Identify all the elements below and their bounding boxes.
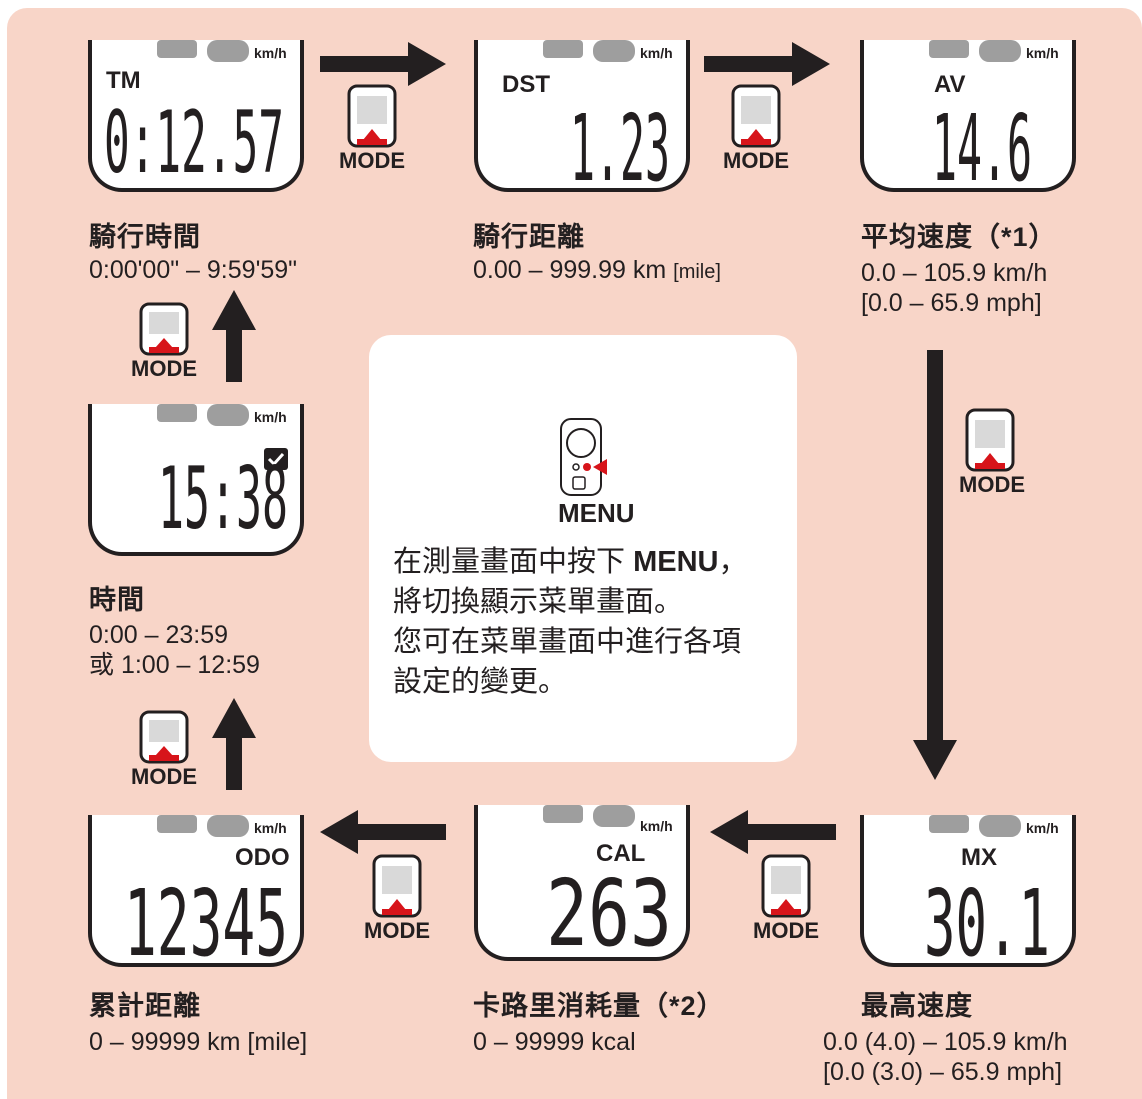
title-cal: 卡路里消耗量（*2） [473,984,725,1023]
unit-label: km/h [254,45,287,61]
mode-label: MODE [959,472,1025,497]
screen-tag-mx: MX [961,844,997,871]
mode-button-icon [139,710,189,764]
unit-label: km/h [640,818,673,834]
footnote-ref-1: *1 [1001,222,1029,252]
unit-label: km/h [1026,820,1059,836]
title-av: 平均速度（*1） [861,215,1057,254]
screen-value-dst: 1.23 [570,95,670,188]
arrow-up-2 [212,290,256,382]
lcd-graphic-odo: km/h ODO 12345 [124,815,290,963]
arrow-up-1 [212,698,256,790]
title-cal-text: 卡路里消耗量（ [473,991,669,1021]
diagram-panel: km/h TM 0:12.57 km/h DST 1.23 km/h AV 14… [7,8,1142,1099]
title-av-close: ） [1028,222,1057,252]
mode-button-6: MODE [131,710,201,800]
mode-button-7: MODE [131,302,201,392]
lcd-graphic-dst: km/h DST 1.23 [502,40,673,188]
mode-button-5: MODE [364,854,434,944]
menu-description-line-2: 將切換顯示菜單畫面。 [393,586,684,618]
menu-description-line-3: 您可在菜單畫面中進行各項 [393,626,742,658]
screen-value-clock: 15:38 [158,449,288,549]
arrow-left-2 [320,810,446,854]
title-tm: 騎行時間 [89,222,201,252]
arrow-left-1 [710,810,836,854]
mode-label: MODE [131,764,197,789]
screen-value-tm: 0:12.57 [104,93,284,188]
lcd-graphic-clock: km/h 15:38 [157,404,288,549]
arrow-down-right [913,350,957,780]
screen-value-odo: 12345 [124,870,288,963]
lcd-graphic-tm: km/h TM 0:12.57 [104,40,287,188]
menu-info-box: MENU 在測量畫面中按下 MENU， 將切換顯示菜單畫面。 您可在菜單畫面中進… [369,335,797,762]
mode-button-1: MODE [339,84,409,174]
arrow-right-2 [704,42,830,86]
lcd-screen-odo: km/h ODO 12345 [88,815,304,967]
range-dst-alt: [mile] [673,261,721,283]
screen-tag-tm: TM [106,67,141,94]
range-av-2: [0.0 – 65.9 mph] [861,289,1042,317]
screen-tag-av: AV [934,71,966,98]
unit-label: km/h [640,45,673,61]
range-clock-1: 0:00 – 23:59 [89,621,229,649]
unit-label: km/h [254,820,287,836]
menu-description-line-1: 在測量畫面中按下 MENU， [393,542,747,582]
lcd-graphic-mx: km/h MX 30.1 [924,815,1059,963]
range-cal: 0 – 99999 kcal [473,1028,636,1056]
lcd-graphic-av: km/h AV 14.6 [929,40,1059,188]
unit-label: km/h [254,409,287,425]
screen-tag-cal: CAL [596,840,645,867]
mode-button-icon [347,84,397,148]
screen-value-cal: 263 [546,860,672,957]
mode-button-icon [731,84,781,148]
range-dst: 0.00 – 999.99 km [mile] [473,255,721,287]
title-odo: 累計距離 [89,991,201,1021]
mode-label: MODE [753,918,819,943]
lcd-screen-cal: km/h CAL 263 [474,805,690,961]
title-cal-close: ） [696,991,725,1021]
mode-label: MODE [339,148,405,173]
menu-description-line-4: 設定的變更。 [393,666,568,698]
title-mx: 最高速度 [861,991,973,1021]
mode-button-3: MODE [957,408,1027,498]
range-tm: 0:00'00" – 9:59'59" [89,256,298,284]
line1-menu-bold: MENU [633,546,719,578]
lcd-screen-tm: km/h TM 0:12.57 [88,40,304,192]
line1-punct: ， [718,546,748,578]
mode-label: MODE [723,148,789,173]
menu-button-icon [560,418,607,496]
mode-label: MODE [131,356,197,381]
range-av-1: 0.0 – 105.9 km/h [861,259,1048,287]
range-mx-1: 0.0 (4.0) – 105.9 km/h [823,1028,1068,1056]
lcd-screen-av: km/h AV 14.6 [860,40,1076,192]
screen-value-mx: 30.1 [924,870,1050,963]
range-mx-2: [0.0 (3.0) – 65.9 mph] [823,1058,1063,1086]
line1-text: 在測量畫面中按下 [393,546,634,578]
lcd-screen-clock: km/h 15:38 [88,404,304,556]
lcd-screen-mx: km/h MX 30.1 [860,815,1076,967]
screen-tag-odo: ODO [235,844,290,871]
mode-button-icon [372,854,422,918]
title-dst: 騎行距離 [473,222,585,252]
title-clock: 時間 [89,585,145,615]
range-dst-main: 0.00 – 999.99 km [473,256,674,284]
mode-button-icon [761,854,811,918]
unit-label: km/h [1026,45,1059,61]
footnote-ref-2: *2 [669,991,697,1021]
lcd-screen-dst: km/h DST 1.23 [474,40,690,192]
mode-button-icon [965,408,1015,472]
mode-button-4: MODE [753,854,823,944]
range-odo: 0 – 99999 km [mile] [89,1028,308,1056]
arrow-right-1 [320,42,446,86]
mode-label: MODE [364,918,430,943]
menu-label: MENU [558,498,635,528]
mode-button-icon [139,302,189,356]
range-clock-2: 或 1:00 – 12:59 [89,651,260,679]
mode-button-2: MODE [723,84,793,174]
lcd-graphic-cal: km/h CAL 263 [543,805,673,957]
screen-value-av: 14.6 [932,95,1032,188]
screen-tag-dst: DST [502,71,550,98]
title-av-text: 平均速度（ [861,222,1001,252]
menu-description: 在測量畫面中按下 MENU， 將切換顯示菜單畫面。 您可在菜單畫面中進行各項 設… [393,542,747,702]
